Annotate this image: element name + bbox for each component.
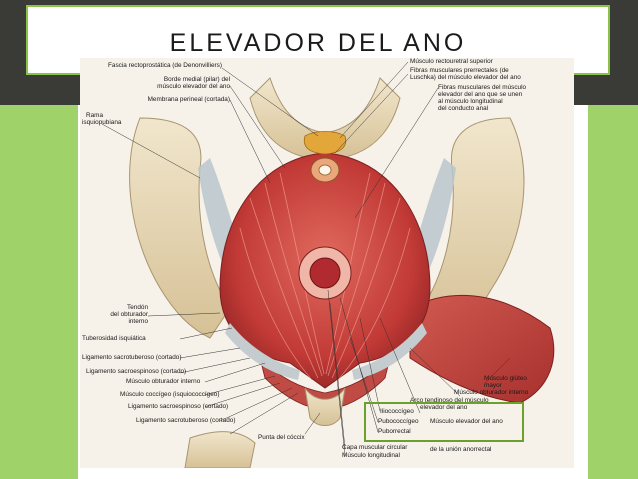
label-union-anorrectal: de la unión anorrectal xyxy=(430,446,492,453)
label-tuberosidad: Tuberosidad isquiática xyxy=(82,335,146,342)
label-gluteo-1: Músculo glúteo xyxy=(484,375,527,382)
label-rama-1: Rama xyxy=(86,112,104,119)
label-membrana-perineal: Membrana perineal (cortada) xyxy=(147,96,230,103)
label-obturador-interno-1: Músculo obturador interno xyxy=(126,378,201,385)
label-lig-sacrotuberoso-1: Ligamento sacrotuberoso (cortado) xyxy=(82,354,182,361)
label-pubococcigeo: Pubococcígeo xyxy=(378,418,419,425)
label-tendon-1: Tendón xyxy=(127,304,148,311)
label-rama-2: isquiopubiana xyxy=(82,119,122,126)
anatomy-figure: Fascia rectoprostática (de Denonvilliers… xyxy=(80,58,574,468)
label-tendon-3: interno xyxy=(128,318,148,325)
pelvic-floor-illustration xyxy=(80,58,574,468)
label-punta-coccix: Punta del cóccix xyxy=(258,434,305,441)
label-fibras-musculares-3: al músculo longitudinal xyxy=(438,98,503,105)
label-iliococcigeo: Iliococcígeo xyxy=(380,408,414,415)
label-puborrectal: Puborrectal xyxy=(378,428,411,435)
label-tendon-2: del obturador xyxy=(110,311,148,318)
label-gluteo-2: mayor xyxy=(484,382,502,389)
label-fascia-rectoprostatica: Fascia rectoprostática (de Denonvilliers… xyxy=(107,62,222,69)
label-lig-sacrotuberoso-2: Ligamento sacrotuberoso (cortado) xyxy=(136,417,236,424)
label-fibras-musculares-2: elevador del ano que se unen xyxy=(438,91,523,98)
label-lig-sacroespinoso-1: Ligamento sacroespinoso (cortado) xyxy=(86,368,187,375)
right-accent-panel xyxy=(588,105,638,479)
left-accent-panel xyxy=(0,105,78,479)
label-lig-sacroespinoso-2: Ligamento sacroespinoso (cortado) xyxy=(128,403,229,410)
label-elevador-ano: Músculo elevador del ano xyxy=(430,418,503,425)
label-borde-medial-2: músculo elevador del ano xyxy=(157,83,230,90)
label-fibras-prerrectales-2: Luschka) del músculo elevador del ano xyxy=(410,74,521,81)
label-rectouretral-superior: Músculo rectouretral superior xyxy=(410,58,493,65)
label-fibras-musculares-4: del conducto anal xyxy=(438,105,489,112)
label-obturador-interno-2: Músculo obturador interno xyxy=(454,389,529,396)
slide-title: ELEVADOR DEL ANO xyxy=(169,29,467,57)
levator-ani-highlight-box xyxy=(364,402,524,442)
label-arco-tendinoso-1: Arco tendinoso del músculo xyxy=(410,397,489,404)
label-coccigeo: Músculo coccígeo (isquiococcígeo) xyxy=(120,391,220,398)
label-borde-medial-1: Borde medial (pilar) del xyxy=(163,76,230,83)
label-fibras-prerrectales-1: Fibras musculares prerrectales (de xyxy=(410,67,509,74)
label-arco-tendinoso-2: elevador del ano xyxy=(420,404,468,411)
label-fibras-musculares-1: Fibras musculares del músculo xyxy=(438,84,527,91)
label-capa-circular: Capa muscular circular xyxy=(342,444,408,451)
label-longitudinal: Músculo longitudinal xyxy=(342,452,400,459)
